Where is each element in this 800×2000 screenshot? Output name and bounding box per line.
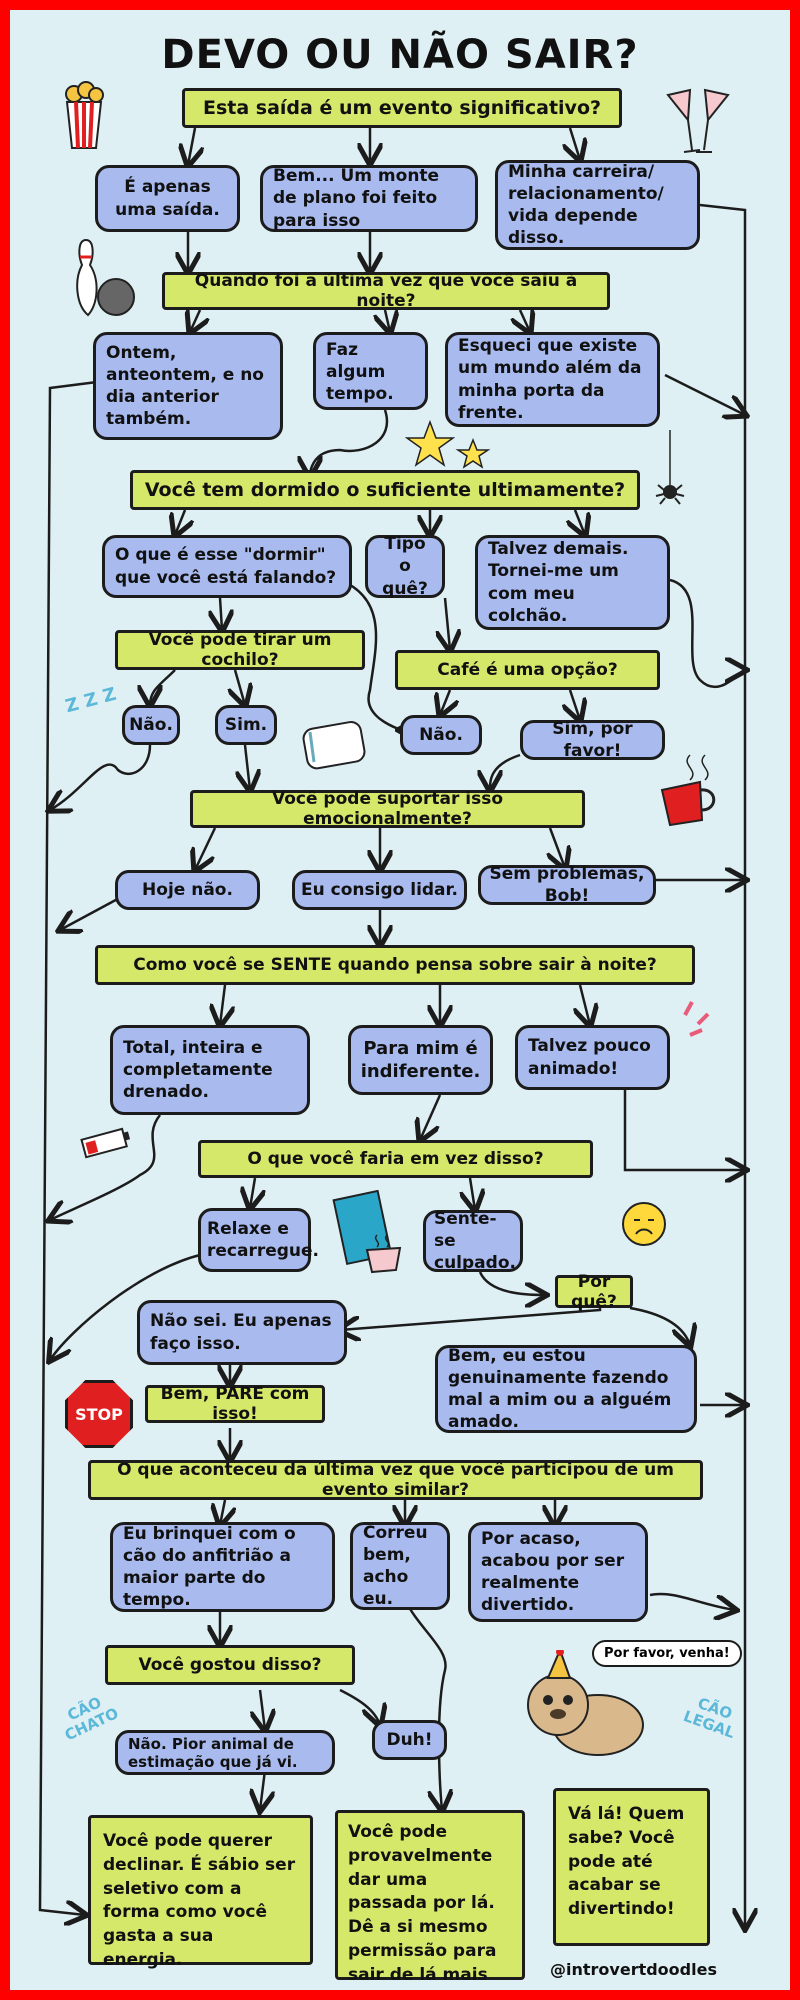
spider-icon: [650, 430, 690, 510]
answer-what-is-sleep: O que é esse "dormir" que você está fala…: [102, 535, 352, 598]
answer-can-handle: Eu consigo lidar.: [292, 870, 467, 910]
page-title: DEVO OU NÃO SAIR?: [10, 32, 790, 78]
battery-icon: [78, 1125, 138, 1160]
answer-too-much: Talvez demais. Tornei-me um com meu colc…: [475, 535, 670, 630]
answer-no-problem-bob: Sem problemas, Bob!: [478, 865, 656, 905]
answer-duh: Duh!: [372, 1720, 447, 1760]
pug-icon: [518, 1650, 658, 1770]
answer-nap-yes: Sim.: [215, 705, 277, 745]
question-instead: O que você faria em vez disso?: [198, 1140, 593, 1178]
answer-feel-guilty: Sente-se culpado.: [423, 1210, 523, 1272]
coffee-mug-icon: [650, 750, 730, 830]
question-coffee-option: Café é uma opção?: [395, 650, 660, 690]
answer-coffee-yes: Sim, por favor!: [520, 720, 665, 760]
author-credit: @introvertdoodles: [550, 1960, 717, 1979]
answer-played-with-dog: Eu brinquei com o cão do anfitrião a mai…: [110, 1522, 335, 1612]
answer-drained: Total, inteira e completamente drenado.: [110, 1025, 310, 1115]
answer-was-fun: Por acaso, acabou por ser realmente dive…: [468, 1522, 648, 1622]
answer-genuinely-harming: Bem, eu estou genuinamente fazendo mal a…: [435, 1345, 697, 1433]
speech-bubble: Por favor, venha!: [592, 1640, 742, 1667]
answer-indifferent: Para mim é indiferente.: [348, 1025, 493, 1095]
bowling-icon: [68, 235, 143, 320]
answer-lots-of-planning: Bem... Um monte de plano foi feito para …: [260, 165, 478, 232]
question-how-feel: Como você se SENTE quando pensa sobre sa…: [95, 945, 695, 985]
question-emotionally: Você pode suportar isso emocionalmente?: [190, 790, 585, 828]
answer-life-depends: Minha carreira/ relacionamento/ vida dep…: [495, 160, 700, 250]
stars-icon: [405, 420, 495, 475]
question-last-similar-event: O que aconteceu da última vez que você p…: [88, 1460, 703, 1500]
answer-just-outing: É apenas uma saída.: [95, 165, 240, 232]
result-maybe-go: Você pode provavelmente dar uma passada …: [335, 1810, 525, 1980]
book-tea-icon: [332, 1190, 412, 1275]
answer-some-time: Faz algum tempo.: [313, 332, 428, 410]
answer-forgot-world: Esqueci que existe um mundo além da minh…: [445, 332, 660, 427]
sad-face-icon: [620, 1200, 668, 1248]
answer-yesterday: Ontem, anteontem, e no dia anterior tamb…: [93, 332, 283, 440]
popcorn-icon: [64, 80, 104, 150]
question-did-you-like: Você gostou disso?: [105, 1645, 355, 1685]
answer-coffee-no: Não.: [400, 715, 482, 755]
question-last-night-out: Quando foi a última vez que você saiu à …: [162, 272, 610, 310]
answer-little-excited: Talvez pouco animado!: [515, 1025, 670, 1090]
champagne-glasses-icon: [660, 80, 735, 160]
flowchart-canvas: DEVO OU NÃO SAIR? Esta saída é um evento…: [10, 10, 790, 1990]
result-go: Vá lá! Quem sabe? Você pode até acabar s…: [553, 1788, 710, 1946]
answer-worst-pet: Não. Pior animal de estimação que já vi.: [115, 1730, 335, 1775]
result-decline: Você pode querer declinar. É sábio ser s…: [88, 1815, 313, 1965]
answer-relax-recharge: Relaxe e recarregue.: [198, 1208, 311, 1272]
answer-like-what: Tipo o quê?: [365, 535, 445, 598]
answer-nap-no: Não.: [122, 705, 180, 745]
question-why: Por quê?: [555, 1275, 633, 1308]
question-enough-sleep: Você tem dormido o suficiente ultimament…: [130, 470, 640, 510]
answer-dont-know: Não sei. Eu apenas faço isso.: [137, 1300, 347, 1365]
stop-that-box: Bem, PARE com isso!: [145, 1385, 325, 1423]
question-can-nap: Você pode tirar um cochilo?: [115, 630, 365, 670]
pillow-icon: [300, 720, 370, 770]
question-event-significant: Esta saída é um evento significativo?: [182, 88, 622, 128]
answer-not-today: Hoje não.: [115, 870, 260, 910]
answer-went-fine: Correu bem, acho eu.: [350, 1522, 450, 1610]
sparkle-icon: [680, 1000, 710, 1040]
